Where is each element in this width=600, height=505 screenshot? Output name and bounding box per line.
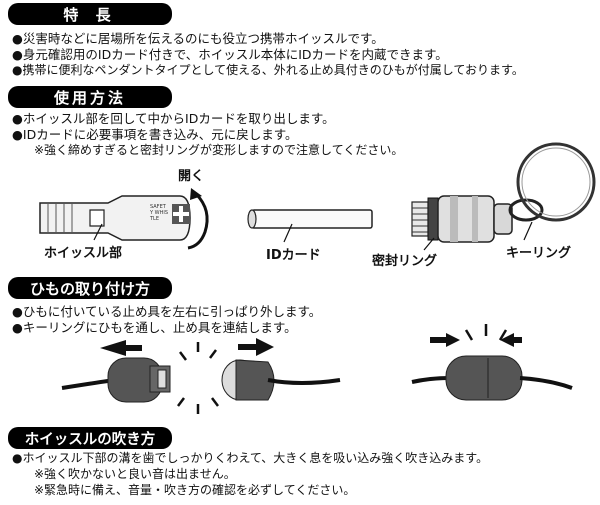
features-bullet-1: ●災害時などに居場所を伝えるのにも役立つ携帯ホイッスルです。 (12, 31, 384, 46)
key-ring-label: キーリング (506, 246, 572, 261)
usage-bullet-2: ●IDカードに必要事項を書き込み、元に戻します。 (12, 127, 298, 142)
usage-title: 使用方法 (53, 88, 126, 107)
seal-ring-illustration (411, 195, 513, 251)
strap-bullet-2: ●キーリングにひもを通し、止め具を連結します。 (12, 320, 297, 335)
seal-ring-label: 密封リング (372, 254, 438, 269)
blowing-note-1: ※強く吹かないと良い音は出ません。 (34, 467, 236, 481)
key-ring-illustration (508, 142, 596, 241)
strap-detach-illustration (61, 338, 341, 414)
rotate-arrow-icon (187, 188, 209, 250)
blowing-title: ホイッスルの吹き方 (24, 431, 156, 448)
features-title: 特 長 (63, 5, 117, 24)
whistle-marking: SAFETY WHISTLE (150, 204, 168, 222)
features-bullet-2: ●身元確認用のIDカード付きで、ホイッスル本体にIDカードを内蔵できます。 (12, 47, 448, 62)
id-card-label: IDカード (266, 248, 321, 263)
features-header: 特 長 (8, 3, 172, 25)
usage-note: ※強く締めすぎると密封リングが変形しますので注意してください。 (34, 143, 404, 157)
strap-title: ひもの取り付け方 (29, 279, 150, 298)
usage-bullet-1: ●ホイッスル部を回して中からIDカードを取り出します。 (12, 111, 335, 126)
whistle-illustration (39, 195, 191, 241)
strap-bullet-1: ●ひもに付いている止め具を左右に引っぱり外します。 (12, 304, 322, 319)
blowing-header: ホイッスルの吹き方 (8, 427, 172, 449)
strap-connect-illustration (411, 324, 573, 401)
blowing-bullet-1: ●ホイッスル下部の溝を歯でしっかりくわえて、大きく息を吸い込み強く吹き込みます。 (12, 451, 489, 465)
whistle-label: ホイッスル部 (44, 246, 123, 261)
strap-header: ひもの取り付け方 (8, 277, 172, 299)
usage-header: 使用方法 (8, 86, 172, 108)
blowing-note-2: ※緊急時に備え、音量・吹き方の確認を必ずしてください。 (34, 483, 356, 497)
features-bullet-3: ●携帯に便利なペンダントタイプとして使える、外れる止め具付きのひもが付属しており… (12, 63, 524, 77)
open-label: 開く (178, 169, 205, 184)
id-card-illustration (247, 209, 373, 243)
